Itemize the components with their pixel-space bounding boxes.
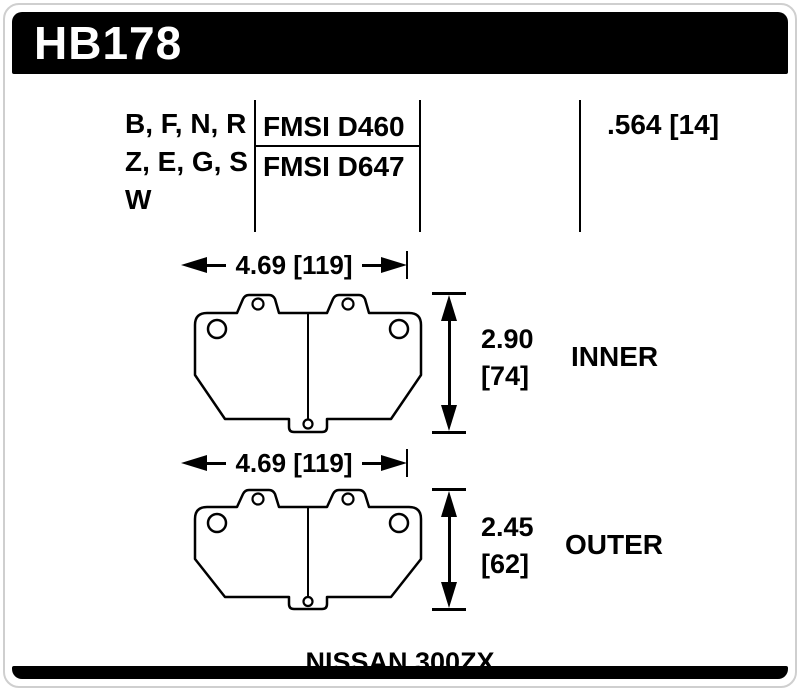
dim-line <box>447 517 451 582</box>
spec-sheet-card: HB178 B, F, N, R Z, E, G, S W FMSI D460 … <box>3 3 797 688</box>
part-number: HB178 <box>34 17 183 69</box>
outer-width-value: 4.69 [119] <box>235 447 353 478</box>
dim-line <box>447 321 451 405</box>
inner-height-mm: [74] <box>481 361 530 391</box>
outer-height-mm: [62] <box>481 549 530 579</box>
outer-label: OUTER <box>565 529 663 560</box>
compound-codes: B, F, N, R Z, E, G, S W <box>125 105 248 219</box>
lug-hole <box>341 492 355 506</box>
dim-tick <box>432 292 466 295</box>
dim-tick <box>432 608 466 611</box>
dim-tick <box>432 488 466 491</box>
compound-line: W <box>125 184 152 215</box>
outer-width-dimension: 4.69 [119] <box>181 447 407 478</box>
dim-arrow-left-icon <box>181 455 207 471</box>
inner-width-dimension: 4.69 [119] <box>181 249 407 280</box>
lug-hole <box>251 297 265 311</box>
outer-pad-drawing <box>193 488 423 611</box>
inner-height-dimension <box>432 292 466 434</box>
dim-arrow-up-icon <box>441 295 457 321</box>
dim-line <box>207 461 227 465</box>
outer-height-dimension <box>432 488 466 611</box>
dim-line <box>361 263 381 267</box>
outer-height-in: 2.45 <box>481 512 534 542</box>
compound-line: B, F, N, R <box>125 108 247 139</box>
tab-hole <box>302 595 314 608</box>
dim-arrow-down-icon <box>441 582 457 608</box>
fmsi-row-divider <box>255 145 419 147</box>
inner-height-in: 2.90 <box>481 324 534 354</box>
pad-thickness-value: .564 [14] <box>607 109 720 140</box>
part-number-bar: HB178 <box>12 12 788 74</box>
dim-extension-line <box>406 449 408 477</box>
tab-hole <box>302 418 314 430</box>
lug-hole <box>251 492 265 506</box>
mounting-hole <box>388 512 410 534</box>
mounting-hole <box>206 512 228 534</box>
dim-arrow-right-icon <box>381 257 407 273</box>
dim-arrow-left-icon <box>181 257 207 273</box>
compound-line: Z, E, G, S <box>125 146 248 177</box>
dim-line <box>207 263 227 267</box>
outer-height-values: 2.45 [62] <box>481 509 534 583</box>
dim-line <box>361 461 381 465</box>
inner-width-value: 4.69 [119] <box>235 249 353 280</box>
dim-arrow-up-icon <box>441 491 457 517</box>
dim-tick <box>432 431 466 434</box>
column-divider-2 <box>419 100 421 232</box>
fmsi-line: FMSI D460 <box>263 111 405 142</box>
dim-arrow-down-icon <box>441 405 457 431</box>
inner-label: INNER <box>571 341 659 372</box>
footer-bar <box>12 666 788 679</box>
column-divider-3 <box>579 100 581 232</box>
inner-pad-drawing <box>193 293 423 434</box>
mounting-hole <box>388 318 410 340</box>
fmsi-line: FMSI D647 <box>263 151 405 182</box>
lug-hole <box>341 297 355 311</box>
mounting-hole <box>206 318 228 340</box>
fmsi-codes: FMSI D460 FMSI D647 <box>263 107 405 187</box>
inner-height-values: 2.90 [74] <box>481 321 534 395</box>
dim-extension-line <box>406 251 408 279</box>
dim-arrow-right-icon <box>381 455 407 471</box>
column-divider-1 <box>254 100 256 232</box>
